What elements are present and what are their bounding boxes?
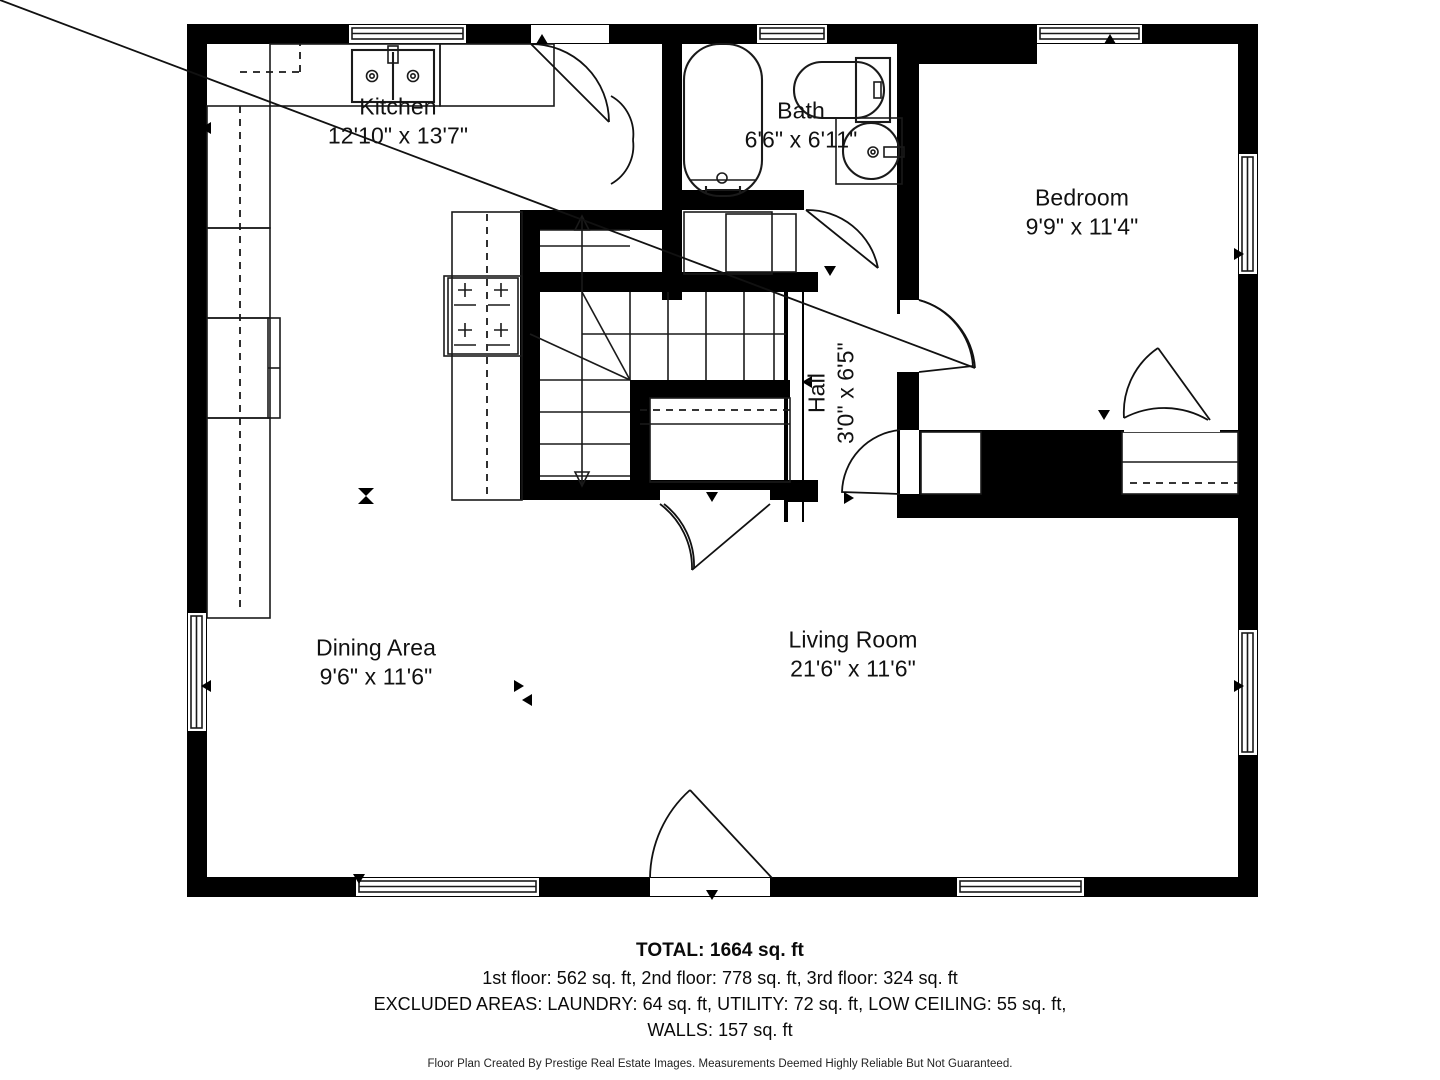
stair-up-arrow <box>573 214 591 292</box>
kitchen-door <box>610 95 635 185</box>
excluded-areas-line: EXCLUDED AREAS: LAUNDRY: 64 sq. ft, UTIL… <box>373 994 1067 1015</box>
bedroom-closet-door <box>1122 347 1220 432</box>
walls-area-line: WALLS: 157 sq. ft <box>647 1020 793 1041</box>
area-summary: TOTAL: 1664 sq. ft 1st floor: 562 sq. ft… <box>0 938 1440 1070</box>
bathtub <box>682 42 764 198</box>
opening-marker-dining-a <box>358 488 374 504</box>
kitchen-double-sink <box>350 45 436 104</box>
kitchen-fixtures <box>206 43 555 619</box>
hall-closet-door <box>841 429 919 495</box>
stair-down-arrow <box>573 380 591 488</box>
entry-door <box>649 789 773 896</box>
bedroom-door <box>0 0 976 373</box>
kitchen-upper-door <box>530 25 610 123</box>
credit-line: Floor Plan Created By Prestige Real Esta… <box>427 1058 1013 1071</box>
door-swings <box>0 0 1220 896</box>
bath-sink <box>835 117 905 185</box>
toilet <box>792 56 892 124</box>
closets <box>640 213 797 483</box>
windows <box>188 25 1257 896</box>
opening-markers <box>201 34 1244 900</box>
bath-fixtures <box>682 42 905 275</box>
opening-marker-dining-b <box>514 680 532 706</box>
staircase <box>529 214 786 488</box>
stair-door <box>659 490 771 571</box>
floors-area-line: 1st floor: 562 sq. ft, 2nd floor: 778 sq… <box>482 967 958 988</box>
kitchen-range <box>443 275 523 357</box>
total-area-line: TOTAL: 1664 sq. ft <box>636 940 804 961</box>
bath-door <box>805 196 879 269</box>
